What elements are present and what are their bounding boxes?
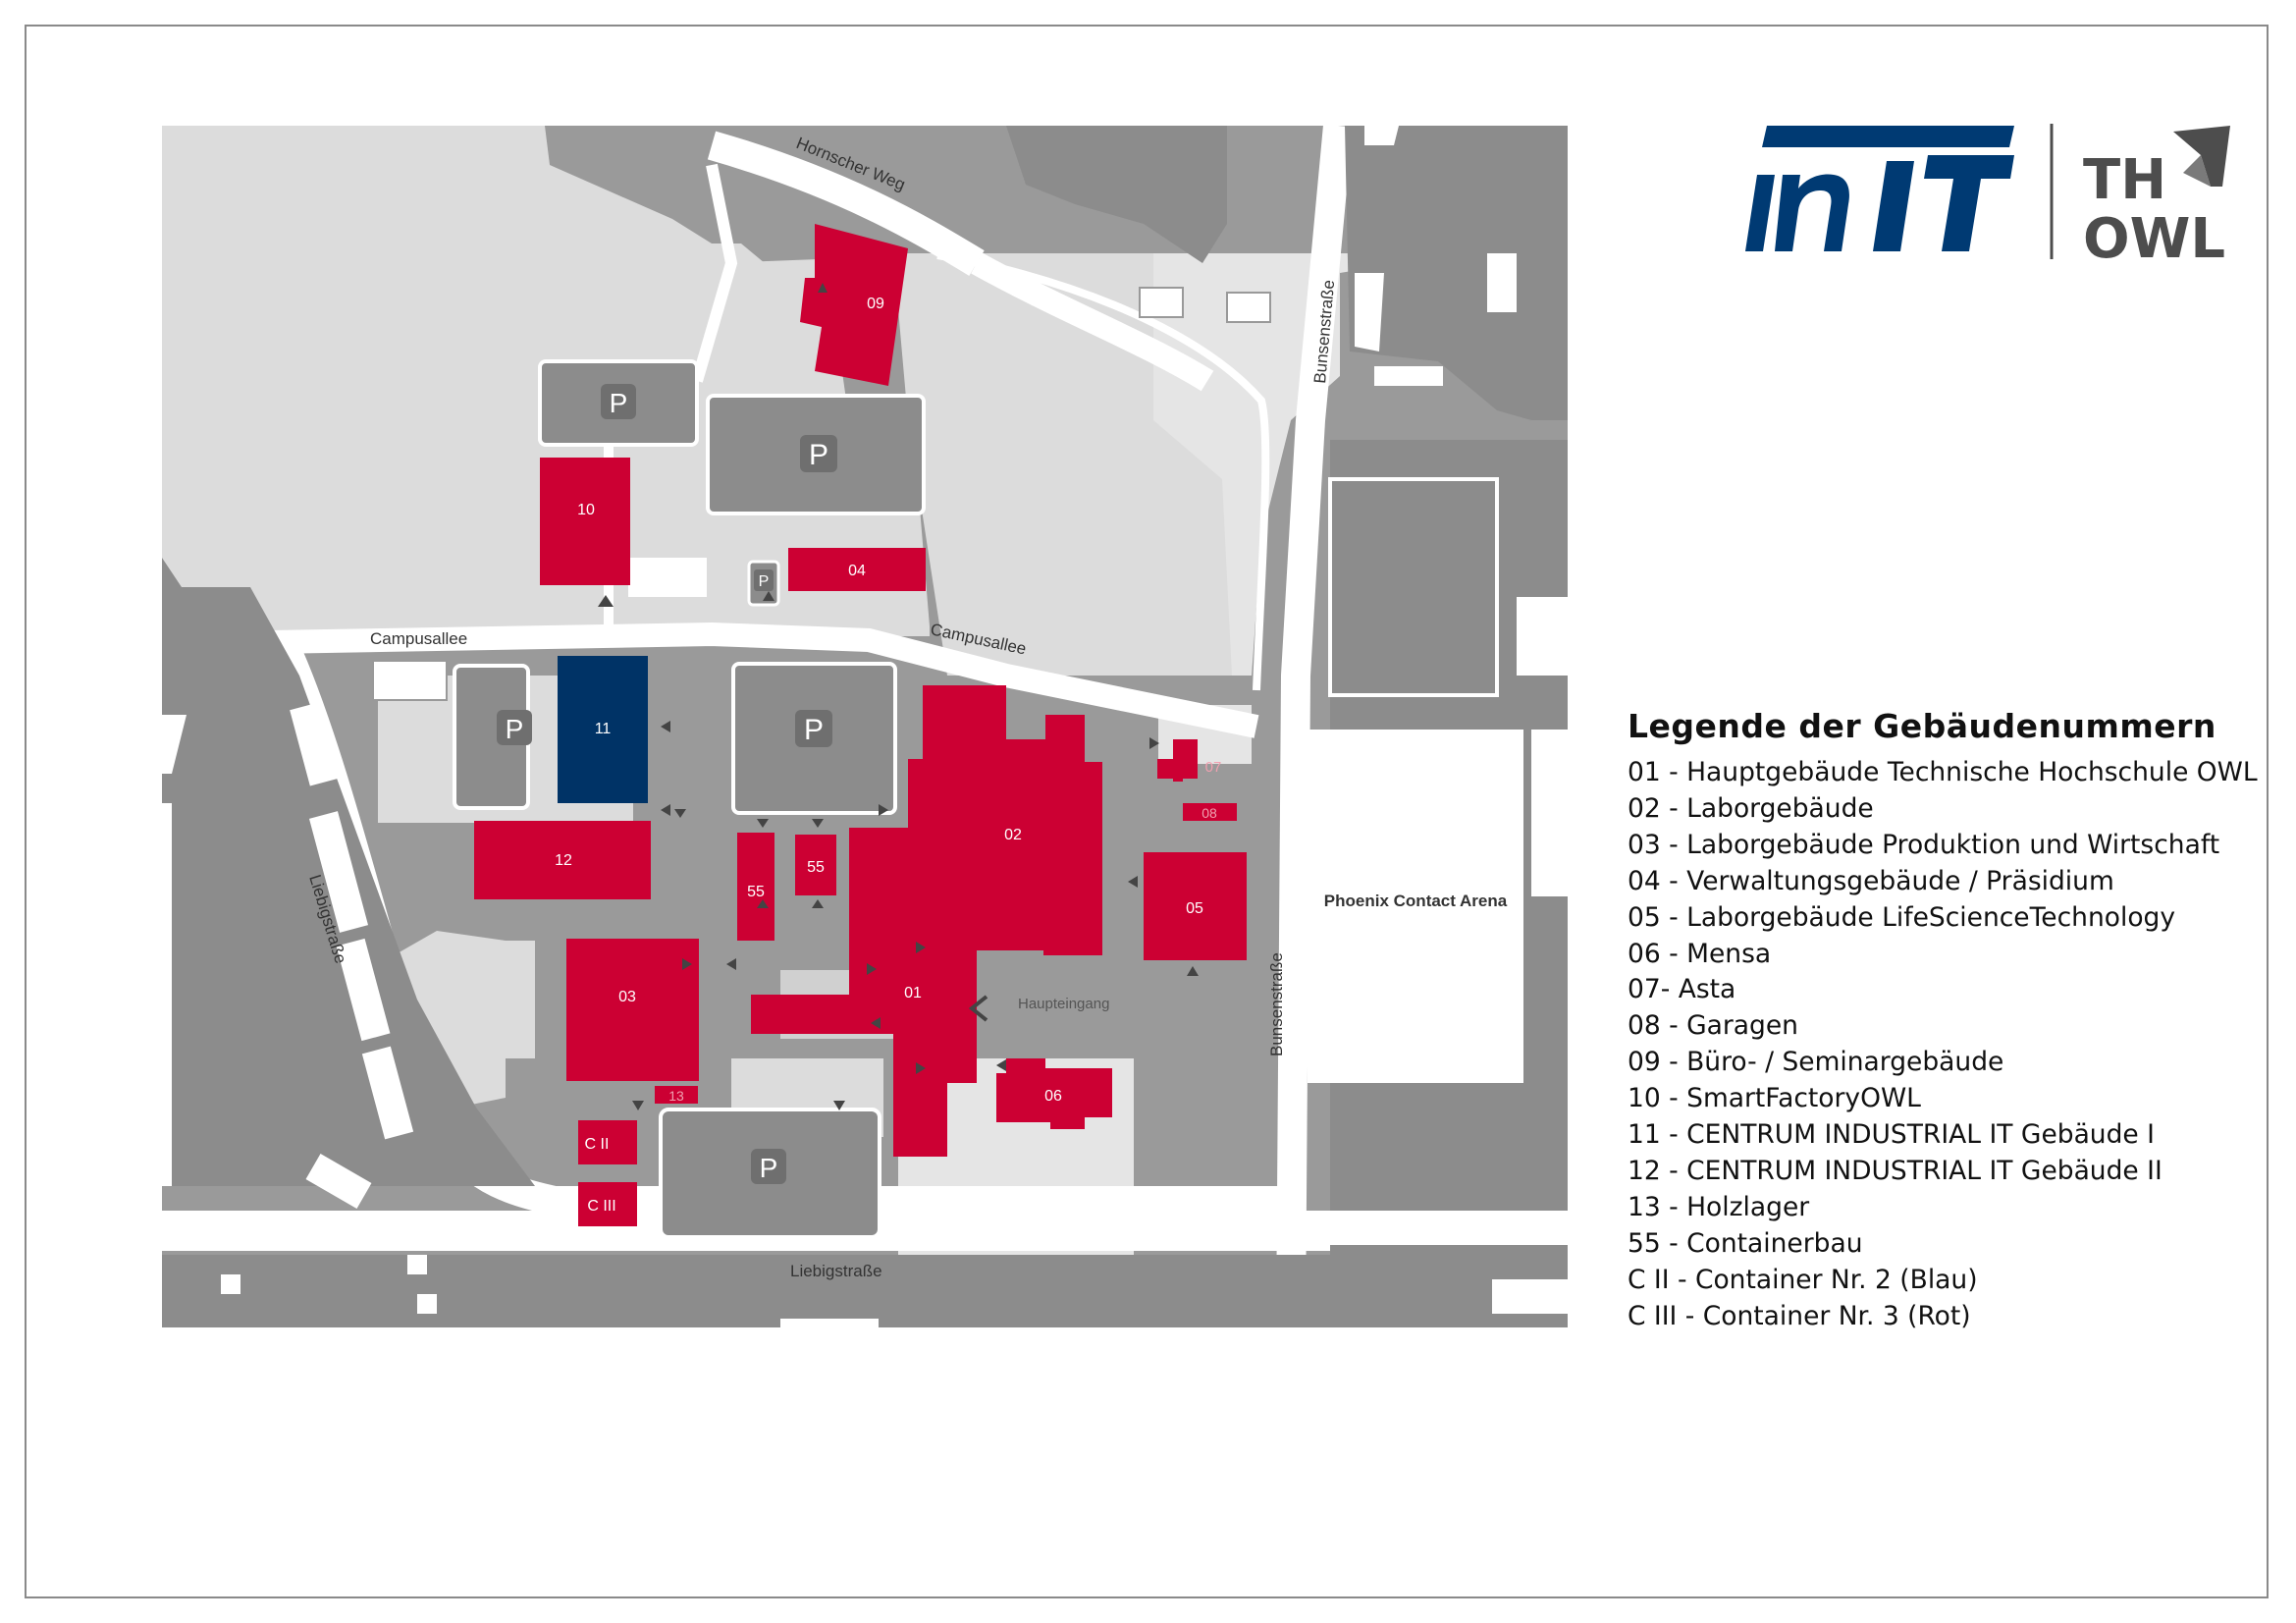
road-hornscher [707, 131, 985, 276]
entrance-arrows [598, 283, 1199, 1110]
small-structure [372, 660, 448, 701]
legend-item: 03 - Laborgebäude Produktion und Wirtsch… [1628, 829, 2220, 860]
arena-label: Phoenix Contact Arena [1324, 892, 1508, 910]
street-liebigstrasse-south: Liebigstraße [790, 1262, 882, 1280]
stadium-field [1328, 477, 1499, 697]
logo-graphic: TH OWL [1745, 124, 2230, 271]
label-12: 12 [555, 852, 572, 869]
phoenix-contact-arena [1308, 730, 1523, 1083]
label-11: 11 [595, 721, 612, 737]
legend: Legende der Gebäudenummern 01 - Hauptgeb… [1628, 707, 2258, 1335]
legend-item: 12 - CENTRUM INDUSTRIAL IT Gebäude II [1628, 1155, 2163, 1186]
init-logo [1745, 126, 2014, 251]
legend-item: 55 - Containerbau [1628, 1227, 1863, 1259]
label-55a: 55 [747, 884, 765, 900]
parking-symbol: P [506, 714, 524, 744]
building-06 [996, 1058, 1112, 1129]
legend-item: 05 - Laborgebäude LifeScienceTechnology [1628, 901, 2176, 933]
svg-text:OWL: OWL [2083, 207, 2225, 265]
parking-symbol: P [809, 439, 828, 471]
parking-sign [601, 384, 636, 419]
parking-symbol: P [610, 388, 628, 418]
building-55a [737, 833, 774, 941]
logo-area: TH OWL [1739, 118, 2250, 271]
label-04: 04 [848, 563, 866, 579]
building-04 [788, 548, 926, 591]
small-structure [1139, 287, 1184, 318]
road-hornscher-east [971, 252, 1214, 392]
legend-item: C III - Container Nr. 3 (Rot) [1628, 1300, 1971, 1331]
building-01-02 [751, 685, 1102, 1157]
label-09: 09 [867, 296, 884, 312]
label-03: 03 [618, 989, 636, 1005]
legend-item: 09 - Büro- / Seminargebäude [1628, 1047, 2004, 1078]
building-11 [558, 656, 648, 803]
building-labels: 09 10 04 11 12 03 02 01 55 55 05 06 07 0… [555, 296, 1221, 1215]
label-cii: C II [585, 1136, 610, 1153]
north-west-field [162, 126, 334, 450]
legend-item: 04 - Verwaltungsgebäude / Präsidium [1628, 865, 2114, 896]
buildings [474, 224, 1247, 1226]
campus-map: Phoenix Contact Arena P P P P P P [162, 126, 1568, 1327]
building-05 [1144, 852, 1247, 960]
street-bunsenstrasse-south: Bunsenstraße [1267, 952, 1286, 1056]
building-08 [1183, 803, 1237, 821]
outer-white-blocks [162, 126, 1568, 1327]
legend-title: Legende der Gebäudenummern [1628, 707, 2216, 745]
parking-sign [754, 569, 774, 591]
legend-item: C II - Container Nr. 2 (Blau) [1628, 1264, 1978, 1295]
street-campusallee-west: Campusallee [370, 629, 467, 648]
building-07 [1157, 739, 1198, 782]
label-ciii: C III [587, 1198, 615, 1215]
campus-map-svg: Phoenix Contact Arena P P P P P P [162, 126, 1568, 1327]
building-10 [540, 458, 630, 585]
parking-signs: P P P P P P [497, 384, 837, 1184]
th-owl-logo: TH OWL [2083, 126, 2230, 271]
container-ciii [578, 1182, 637, 1226]
path-nw [691, 163, 738, 383]
road-campusallee [162, 622, 1259, 738]
label-10: 10 [577, 502, 595, 518]
label-07: 07 [1205, 759, 1222, 776]
legend-item: 01 - Hauptgebäude Technische Hochschule … [1628, 757, 2258, 787]
container-cii [578, 1120, 637, 1164]
building-09 [800, 224, 908, 386]
legend-item: 08 - Garagen [1628, 1010, 1798, 1042]
label-13: 13 [668, 1088, 684, 1104]
legend-item: 07- Asta [1628, 974, 1736, 1005]
parking-sign [800, 435, 837, 472]
label-01: 01 [904, 985, 922, 1001]
svg-text:TH: TH [2083, 148, 2166, 212]
legend-item: 10 - SmartFactoryOWL [1628, 1083, 1921, 1114]
lawn-strip [506, 941, 535, 1058]
label-55b: 55 [807, 859, 825, 876]
label-06: 06 [1044, 1088, 1062, 1105]
legend-item: 13 - Holzlager [1628, 1191, 1810, 1222]
haupteingang-label: Haupteingang [1018, 996, 1109, 1012]
label-08: 08 [1201, 805, 1217, 821]
building-12 [474, 821, 651, 899]
legend-list: 01 - Hauptgebäude Technische Hochschule … [1628, 755, 2258, 1335]
page-frame [25, 25, 2269, 1598]
parking-symbol: P [759, 573, 770, 590]
parking-sign [795, 710, 832, 747]
legend-item: 02 - Laborgebäude [1628, 792, 1874, 824]
small-structure [1226, 292, 1271, 323]
label-02: 02 [1004, 827, 1022, 843]
path-curve [936, 251, 1270, 691]
parking-symbol: P [804, 714, 824, 746]
road-bunsen [1276, 126, 1353, 1327]
label-05: 05 [1186, 900, 1203, 917]
legend-item: 11 - CENTRUM INDUSTRIAL IT Gebäude I [1628, 1119, 2155, 1151]
building-03 [566, 939, 699, 1081]
parking-sign [497, 710, 532, 745]
haupteingang-chevron-icon [968, 995, 988, 1022]
legend-item: 06 - Mensa [1628, 938, 1772, 969]
parking-symbol: P [760, 1153, 778, 1183]
building-13 [655, 1086, 698, 1104]
building-55b [795, 835, 836, 895]
parking-sign [751, 1149, 786, 1184]
